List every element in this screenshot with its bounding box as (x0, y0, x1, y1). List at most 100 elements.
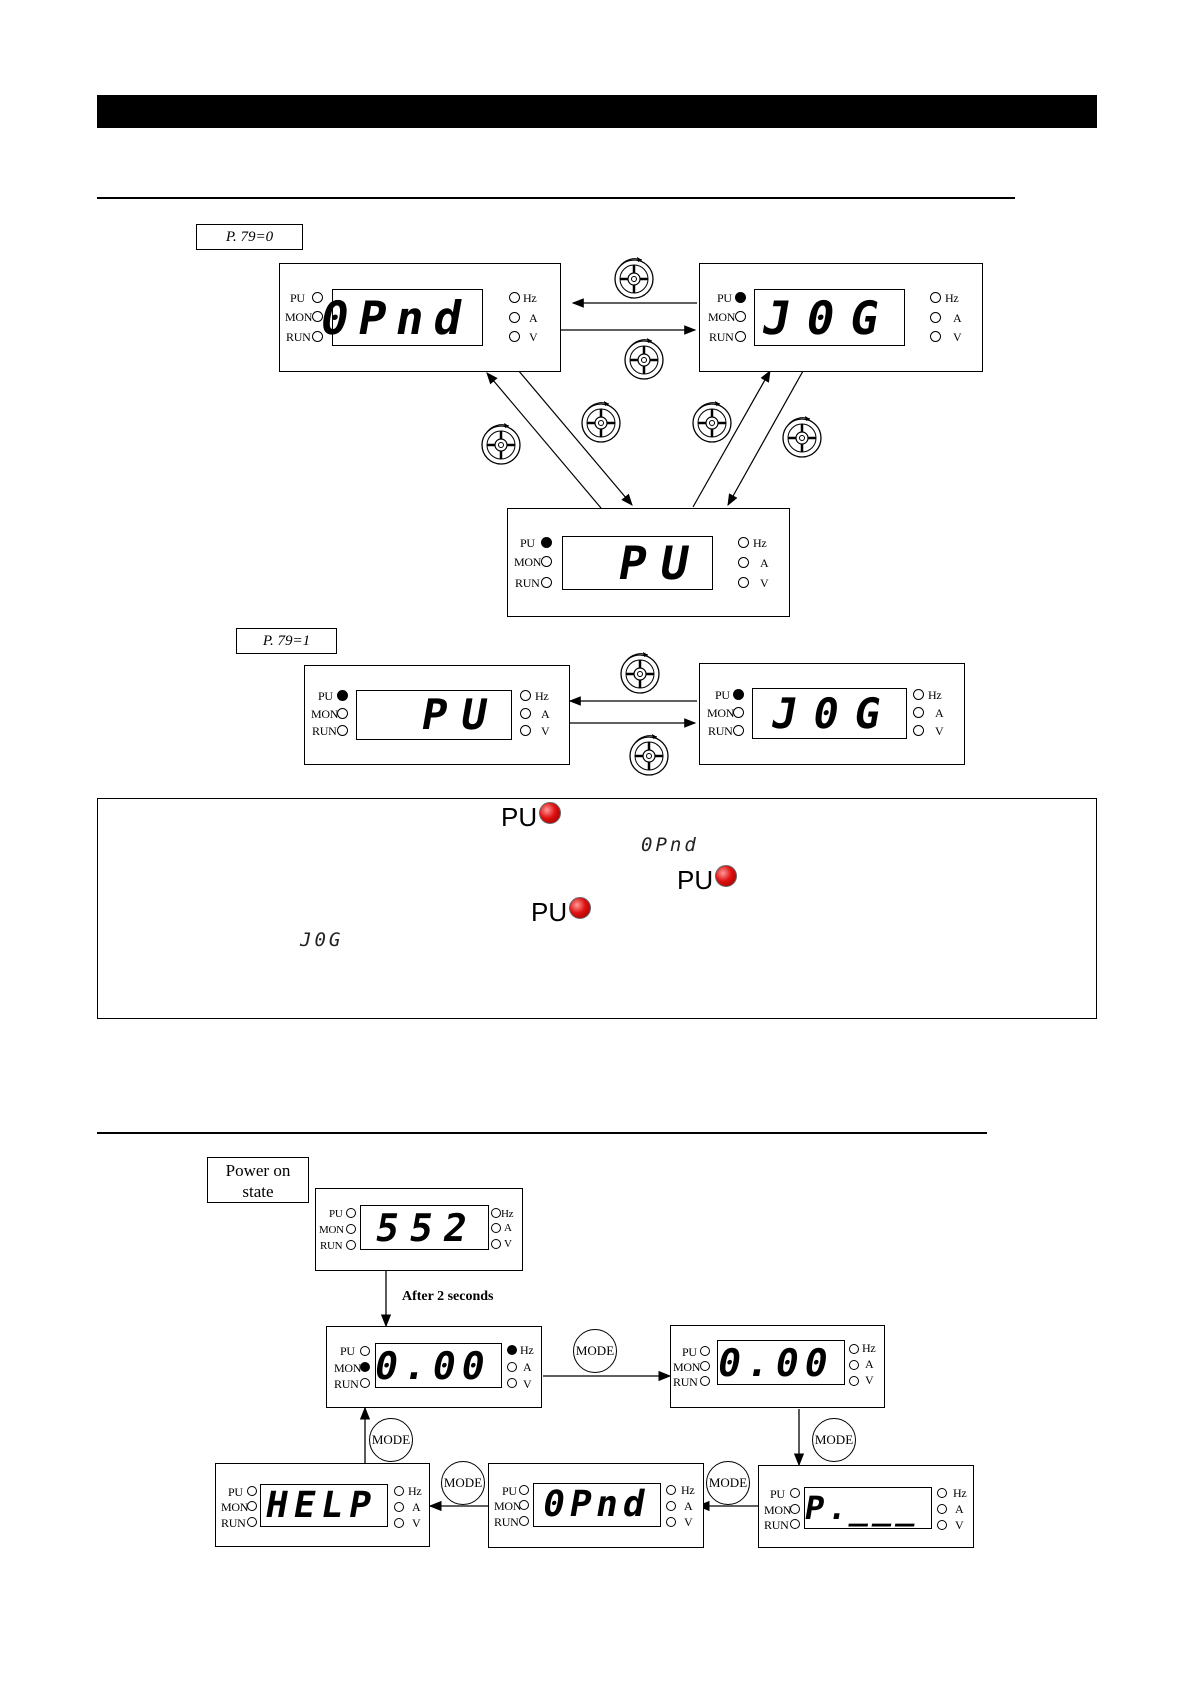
pu-led-text: PU (677, 865, 714, 895)
display-text: 0Pnd (539, 1484, 654, 1525)
v-label: V (953, 330, 962, 344)
hz-label: Hz (945, 291, 959, 305)
run-label: RUN (708, 724, 733, 738)
mon-led (541, 556, 552, 567)
panel-opnd: PU MON RUN 0Pnd Hz A V (279, 263, 561, 372)
a-label: A (935, 706, 944, 720)
v-label: V (760, 576, 769, 590)
hz-led (394, 1486, 404, 1496)
hz-label: Hz (523, 291, 537, 305)
red-led-icon (569, 897, 592, 919)
run-led (312, 331, 323, 342)
mon-label: MON (494, 1499, 522, 1513)
pu-label: PU (715, 688, 730, 702)
pu-label: PU (228, 1485, 243, 1499)
hz-led (509, 292, 520, 303)
pu-label: PU (682, 1345, 697, 1359)
v-led (937, 1520, 947, 1530)
hz-label: Hz (928, 688, 942, 702)
panel-pu: PU MON RUN PU Hz A V (507, 508, 790, 617)
pu-led (312, 292, 323, 303)
pu-led-text: PU (531, 897, 568, 927)
seven-seg-display: P.___ (801, 1487, 932, 1529)
seven-seg-display: 552 (360, 1205, 489, 1250)
pu-led (733, 689, 744, 700)
hz-led (738, 537, 749, 548)
v-label: V (935, 724, 944, 738)
run-label: RUN (764, 1518, 789, 1532)
run-label: RUN (709, 330, 734, 344)
v-label: V (523, 1377, 532, 1391)
panel-jog: PU MON RUN J0G Hz A V (699, 263, 983, 372)
panel-help: PU MON RUN HELP Hz A V (215, 1463, 430, 1547)
pu-label: PU (340, 1344, 355, 1358)
hz-led (849, 1344, 859, 1354)
a-label: A (523, 1360, 532, 1374)
mode-button-icon: MODE (706, 1461, 750, 1505)
display-text: P.___ (801, 1489, 925, 1527)
hz-label: Hz (681, 1483, 695, 1497)
panel-jog-p79-1: PU MON RUN J0G Hz A V (699, 663, 965, 765)
seven-seg-display: PU (562, 536, 713, 590)
seven-seg-display: PU (356, 690, 512, 740)
mon-led (735, 311, 746, 322)
mode-button-icon: MODE (573, 1329, 617, 1373)
pu-label: PU (717, 291, 732, 305)
mode-button-icon: MODE (812, 1418, 856, 1462)
pu-label: PU (290, 291, 305, 305)
hz-label: Hz (520, 1343, 534, 1357)
a-label: A (865, 1357, 874, 1371)
pu-led (519, 1485, 529, 1495)
pu-red-led-3: PU (531, 897, 592, 927)
v-label: V (529, 330, 538, 344)
run-label: RUN (334, 1377, 359, 1391)
run-label: RUN (221, 1516, 246, 1530)
a-label: A (760, 556, 769, 570)
v-led (913, 725, 924, 736)
panel-opnd-mode: PU MON RUN 0Pnd Hz A V (488, 1463, 704, 1548)
a-led (738, 557, 749, 568)
mon-label: MON (673, 1360, 701, 1374)
run-label: RUN (494, 1515, 519, 1529)
panel-param: PU MON RUN P.___ Hz A V (758, 1465, 974, 1548)
v-led (491, 1239, 501, 1249)
pu-label: PU (318, 689, 333, 703)
pu-led (360, 1346, 370, 1356)
mini-jog-display: J0G (300, 929, 344, 951)
pu-led (247, 1486, 257, 1496)
hz-led (491, 1208, 501, 1218)
display-text: J0G (767, 688, 901, 738)
v-label: V (412, 1516, 421, 1530)
pu-led-text: PU (501, 802, 538, 832)
v-led (520, 725, 531, 736)
a-label: A (504, 1222, 512, 1234)
a-label: A (412, 1500, 421, 1514)
red-led-icon (715, 865, 738, 887)
seven-seg-display: 0Pnd (316, 289, 483, 346)
run-label: RUN (673, 1375, 698, 1389)
mon-label: MON (334, 1361, 362, 1375)
a-led (491, 1223, 501, 1233)
pu-label: PU (520, 536, 535, 550)
display-text: 0Pnd (316, 290, 477, 345)
hz-label: Hz (501, 1208, 514, 1220)
run-led (700, 1376, 710, 1386)
run-label: RUN (515, 576, 540, 590)
run-led (247, 1517, 257, 1527)
pu-label: PU (502, 1484, 517, 1498)
a-label: A (541, 707, 550, 721)
pu-led (541, 537, 552, 548)
display-text: 0.00 (714, 1340, 838, 1385)
a-label: A (953, 311, 962, 325)
mon-label: MON (285, 310, 313, 324)
v-label: V (504, 1238, 512, 1250)
a-label: A (529, 311, 538, 325)
pu-label: PU (770, 1487, 785, 1501)
display-text: 552 (372, 1205, 482, 1250)
mon-led (247, 1501, 257, 1511)
mon-led (519, 1500, 529, 1510)
run-label: RUN (312, 724, 337, 738)
v-led (394, 1518, 404, 1528)
v-label: V (541, 724, 550, 738)
section2-rule (97, 1132, 987, 1134)
